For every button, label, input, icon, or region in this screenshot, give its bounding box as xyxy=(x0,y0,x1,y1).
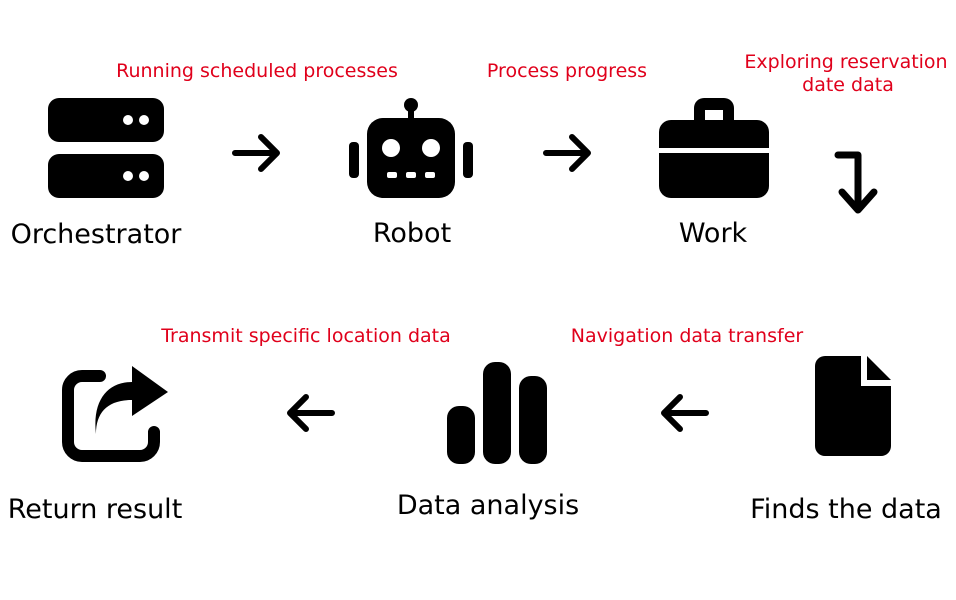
share-icon xyxy=(62,366,168,462)
edge-label-transmit-location-data: Transmit specific location data xyxy=(161,325,451,347)
robot-icon xyxy=(349,98,473,198)
edge-label-process-progress: Process progress xyxy=(486,60,648,82)
arrow-left-icon xyxy=(661,394,709,432)
node-label-return-result: Return result xyxy=(7,494,183,525)
arrow-left-icon xyxy=(287,394,335,432)
arrow-right-icon xyxy=(232,134,280,172)
bar-chart-icon xyxy=(447,362,547,464)
edge-label-navigation-data-transfer: Navigation data transfer xyxy=(570,325,804,347)
edge-label-running-scheduled-processes: Running scheduled processes xyxy=(116,60,398,82)
server-icon xyxy=(48,98,164,198)
node-label-orchestrator: Orchestrator xyxy=(10,219,182,250)
arrow-right-icon xyxy=(543,134,591,172)
briefcase-icon xyxy=(659,98,769,198)
node-label-robot: Robot xyxy=(372,218,452,249)
arrow-down-icon xyxy=(834,151,878,214)
edge-label-exploring-reservation-line2: date data xyxy=(802,74,894,96)
edge-label-exploring-reservation-line1: Exploring reservation xyxy=(744,51,948,73)
file-icon xyxy=(815,356,891,456)
node-label-finds-the-data: Finds the data xyxy=(750,494,942,525)
node-label-work: Work xyxy=(678,218,748,249)
node-label-data-analysis: Data analysis xyxy=(396,490,580,521)
